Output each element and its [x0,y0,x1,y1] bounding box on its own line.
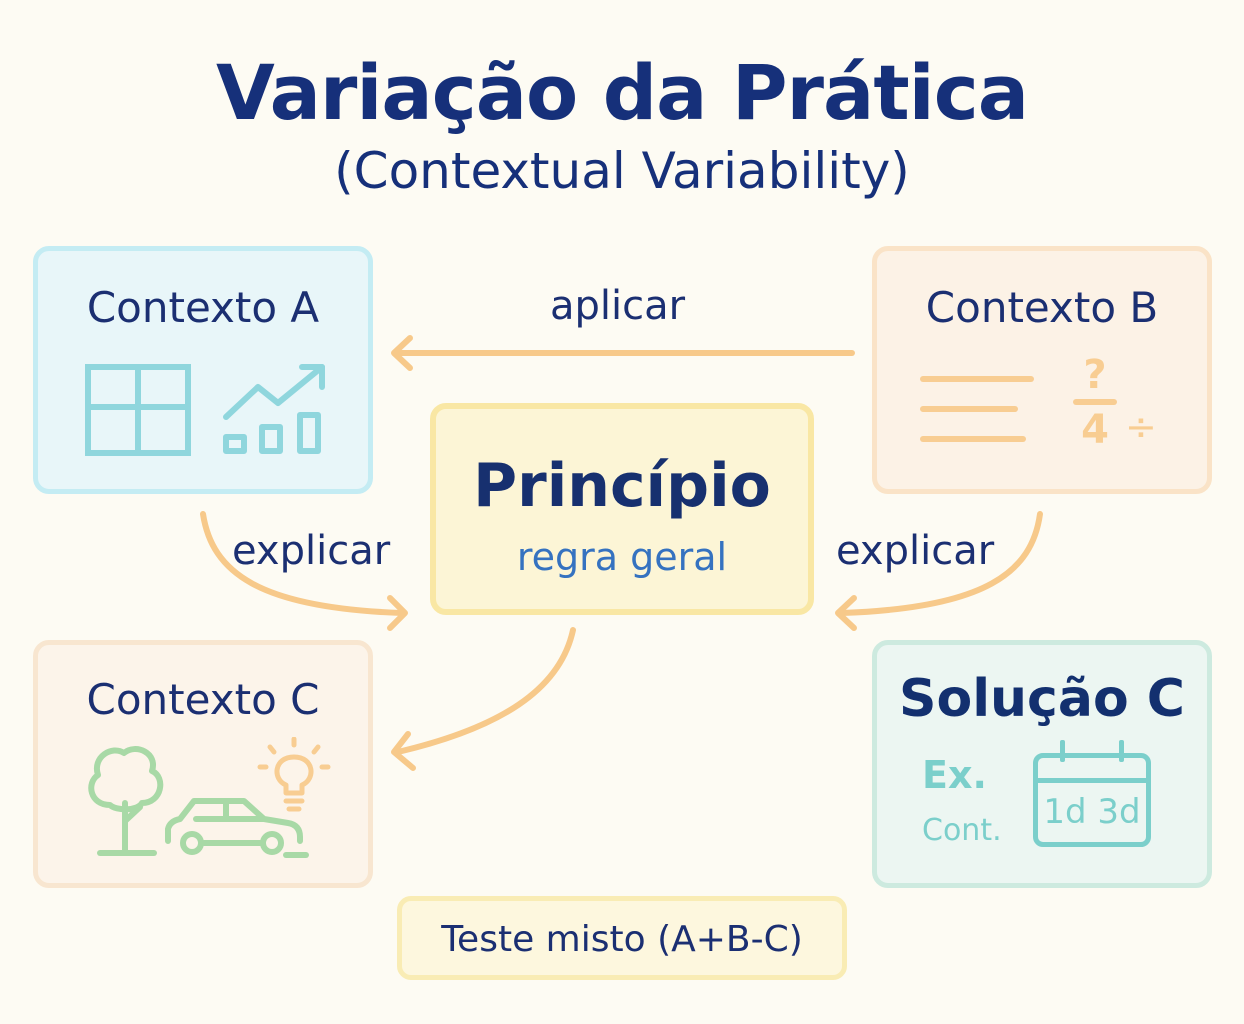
principle-box: Princípio regra geral [430,403,814,615]
solution-box: Solução C Ex. Cont. 1d 3d [872,640,1212,888]
fraction-bar [1073,399,1117,405]
mixed-test-box: Teste misto (A+B-C) [397,896,847,980]
page-subtitle: (Contextual Variability) [334,142,910,200]
principle-title: Princípio [473,451,771,521]
bar-chart-trend-icon [223,364,325,454]
context-c-box: Contexto C [33,640,373,888]
divide-icon: ÷ [1125,405,1157,449]
lightbulb-icon [257,737,331,812]
arrow-apply-head [391,335,413,371]
fraction-bottom: 4 [1081,407,1109,453]
edge-label-explain-left: explicar [232,528,391,574]
arrow-principle-to-c-head [391,731,416,771]
arrow-explain-left-head [387,595,408,631]
principle-subtitle: regra geral [516,535,728,579]
calendar-ring-right [1119,740,1124,762]
solution-title: Solução C [899,669,1185,729]
context-a-box: Contexto A [33,246,373,494]
grid-icon [85,364,191,456]
arrow-explain-right-head [835,595,857,631]
calendar-icon: 1d 3d [1033,740,1151,847]
context-c-title: Contexto C [86,675,320,724]
calendar-ring-left [1060,740,1065,762]
mixed-test-label: Teste misto (A+B-C) [441,919,803,960]
solution-cont-label: Cont. [922,813,1002,848]
arrow-explain-left [200,511,405,616]
car-icon [165,798,309,858]
context-b-box: Contexto B ? 4 ÷ [872,246,1212,494]
tree-icon [88,746,164,856]
edge-label-apply: aplicar [550,283,686,329]
context-a-title: Contexto A [86,283,320,332]
arrow-explain-right [839,511,1043,616]
edge-label-explain-right: explicar [836,528,995,574]
arrow-principle-to-c [395,627,576,755]
calendar-text: 1d 3d [1043,792,1141,832]
fraction-top: ? [1083,352,1107,398]
page-title: Variação da Prática [215,48,1029,137]
text-lines-icon [920,376,1034,442]
calendar-header-bar [1038,778,1146,783]
context-b-title: Contexto B [925,283,1159,332]
solution-ex-label: Ex. [922,753,987,797]
fraction-icon: ? 4 [1065,353,1125,453]
